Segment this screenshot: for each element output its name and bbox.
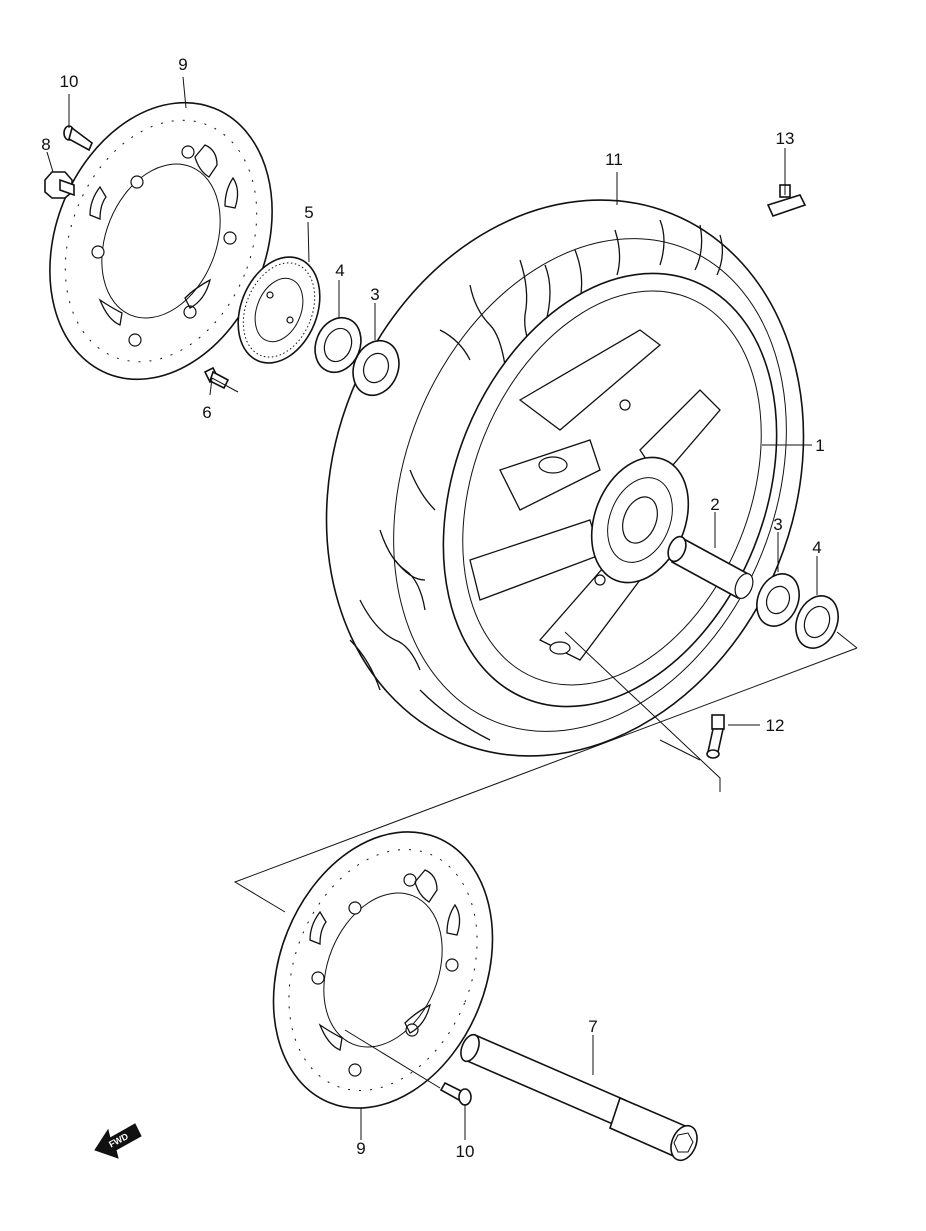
sensor-ring[interactable] [223, 245, 335, 375]
bearing-lower[interactable] [749, 567, 806, 632]
balance-weight[interactable] [766, 184, 807, 217]
callout-11: 11 [605, 150, 623, 169]
callout-4-upper: 4 [335, 261, 344, 280]
callout-2: 2 [710, 495, 719, 514]
callout-10-lower: 10 [456, 1142, 475, 1161]
oil-seal-lower[interactable] [788, 589, 845, 654]
callout-12: 12 [766, 716, 785, 735]
bearing-upper[interactable] [345, 334, 407, 402]
callout-1: 1 [815, 436, 824, 455]
axle[interactable] [457, 1032, 702, 1164]
callout-labels: 9 10 8 5 4 3 6 11 13 1 2 3 4 12 7 9 10 [41, 55, 824, 1161]
disc-bolt-upper[interactable] [63, 125, 93, 152]
callout-13: 13 [776, 129, 795, 148]
brake-disc-lower[interactable] [234, 799, 532, 1141]
callout-10-upper: 10 [60, 72, 79, 91]
air-valve[interactable] [706, 714, 725, 759]
section-outline [233, 631, 858, 913]
fwd-arrow-icon: FWD [94, 1123, 142, 1159]
callout-7: 7 [588, 1017, 597, 1036]
callout-4-lower: 4 [812, 538, 821, 557]
nut[interactable] [44, 171, 75, 199]
wheel[interactable] [382, 223, 838, 756]
callout-5: 5 [304, 203, 313, 222]
spacer[interactable] [665, 534, 757, 601]
callout-6: 6 [202, 403, 211, 422]
callout-9-upper: 9 [178, 55, 187, 74]
leader-lines [46, 76, 818, 1140]
callout-9-lower: 9 [356, 1139, 365, 1158]
callout-8: 8 [41, 135, 50, 154]
callout-3-upper: 3 [370, 285, 379, 304]
callout-3-lower: 3 [773, 515, 782, 534]
disc-bolt-lower[interactable] [439, 1081, 472, 1106]
